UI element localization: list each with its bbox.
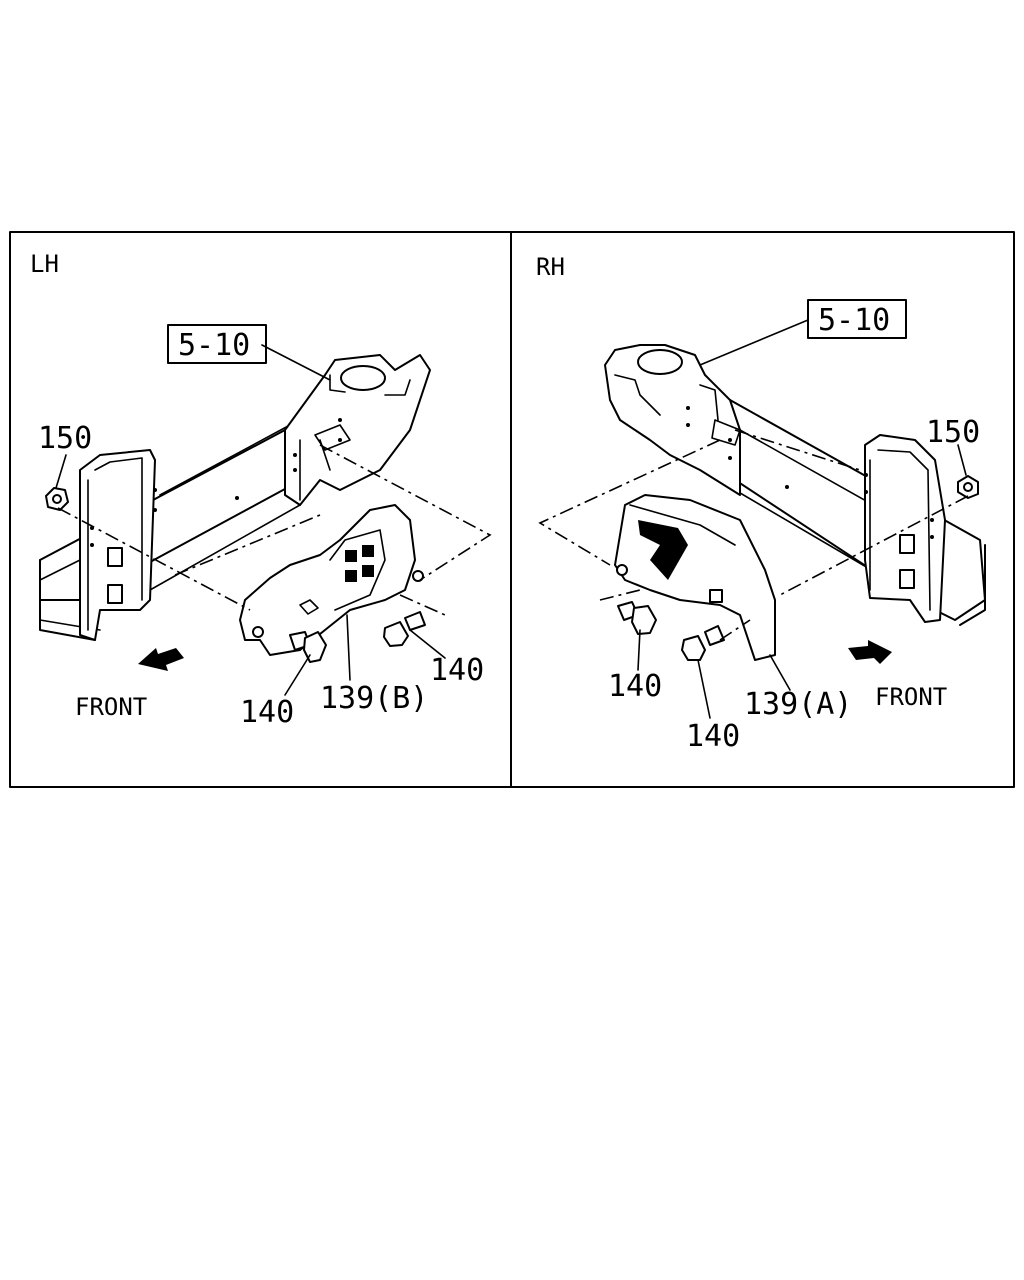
- rh-front-arrow-icon: [848, 640, 892, 664]
- lh-bolt-140-right: [383, 611, 426, 647]
- rh-callout-139a: 139(A): [744, 687, 852, 722]
- panel-rh-side-label: RH: [536, 253, 565, 281]
- panel-rh: RH: [536, 253, 986, 754]
- rh-upper-bracket: [604, 344, 741, 496]
- rh-front-label: FRONT: [875, 683, 947, 711]
- rh-callout-150: 150: [926, 415, 980, 450]
- lh-callout-140-lower: 140: [240, 695, 294, 730]
- lh-upper-bracket: [284, 354, 431, 506]
- lh-side-channel: [79, 449, 157, 641]
- lh-ref-label: 5-10: [178, 328, 250, 363]
- lh-front-label: FRONT: [75, 693, 147, 721]
- rh-bracket-139a: [614, 494, 776, 661]
- rh-callout-140-upper: 140: [608, 669, 662, 704]
- panel-lh: LH: [30, 250, 492, 730]
- rh-callout-140-lower: 140: [686, 719, 740, 754]
- lh-nut-150: [45, 487, 69, 511]
- rh-ref-box: [807, 299, 907, 339]
- lh-front-arrow-icon: [138, 648, 184, 671]
- rh-ref-label: 5-10: [818, 303, 890, 338]
- lh-callout-140-right: 140: [430, 653, 484, 688]
- lh-callout-150: 150: [38, 421, 92, 456]
- rh-nut-150: [957, 475, 979, 499]
- panel-lh-side-label: LH: [30, 250, 59, 278]
- rh-bolt-140-upper: [617, 601, 657, 635]
- rh-side-channel: [864, 434, 946, 623]
- lh-callout-139b: 139(B): [320, 681, 428, 716]
- lh-ref-box: [167, 324, 267, 364]
- lh-bracket-139b: [239, 504, 424, 656]
- rh-bolt-140-lower: [681, 625, 725, 661]
